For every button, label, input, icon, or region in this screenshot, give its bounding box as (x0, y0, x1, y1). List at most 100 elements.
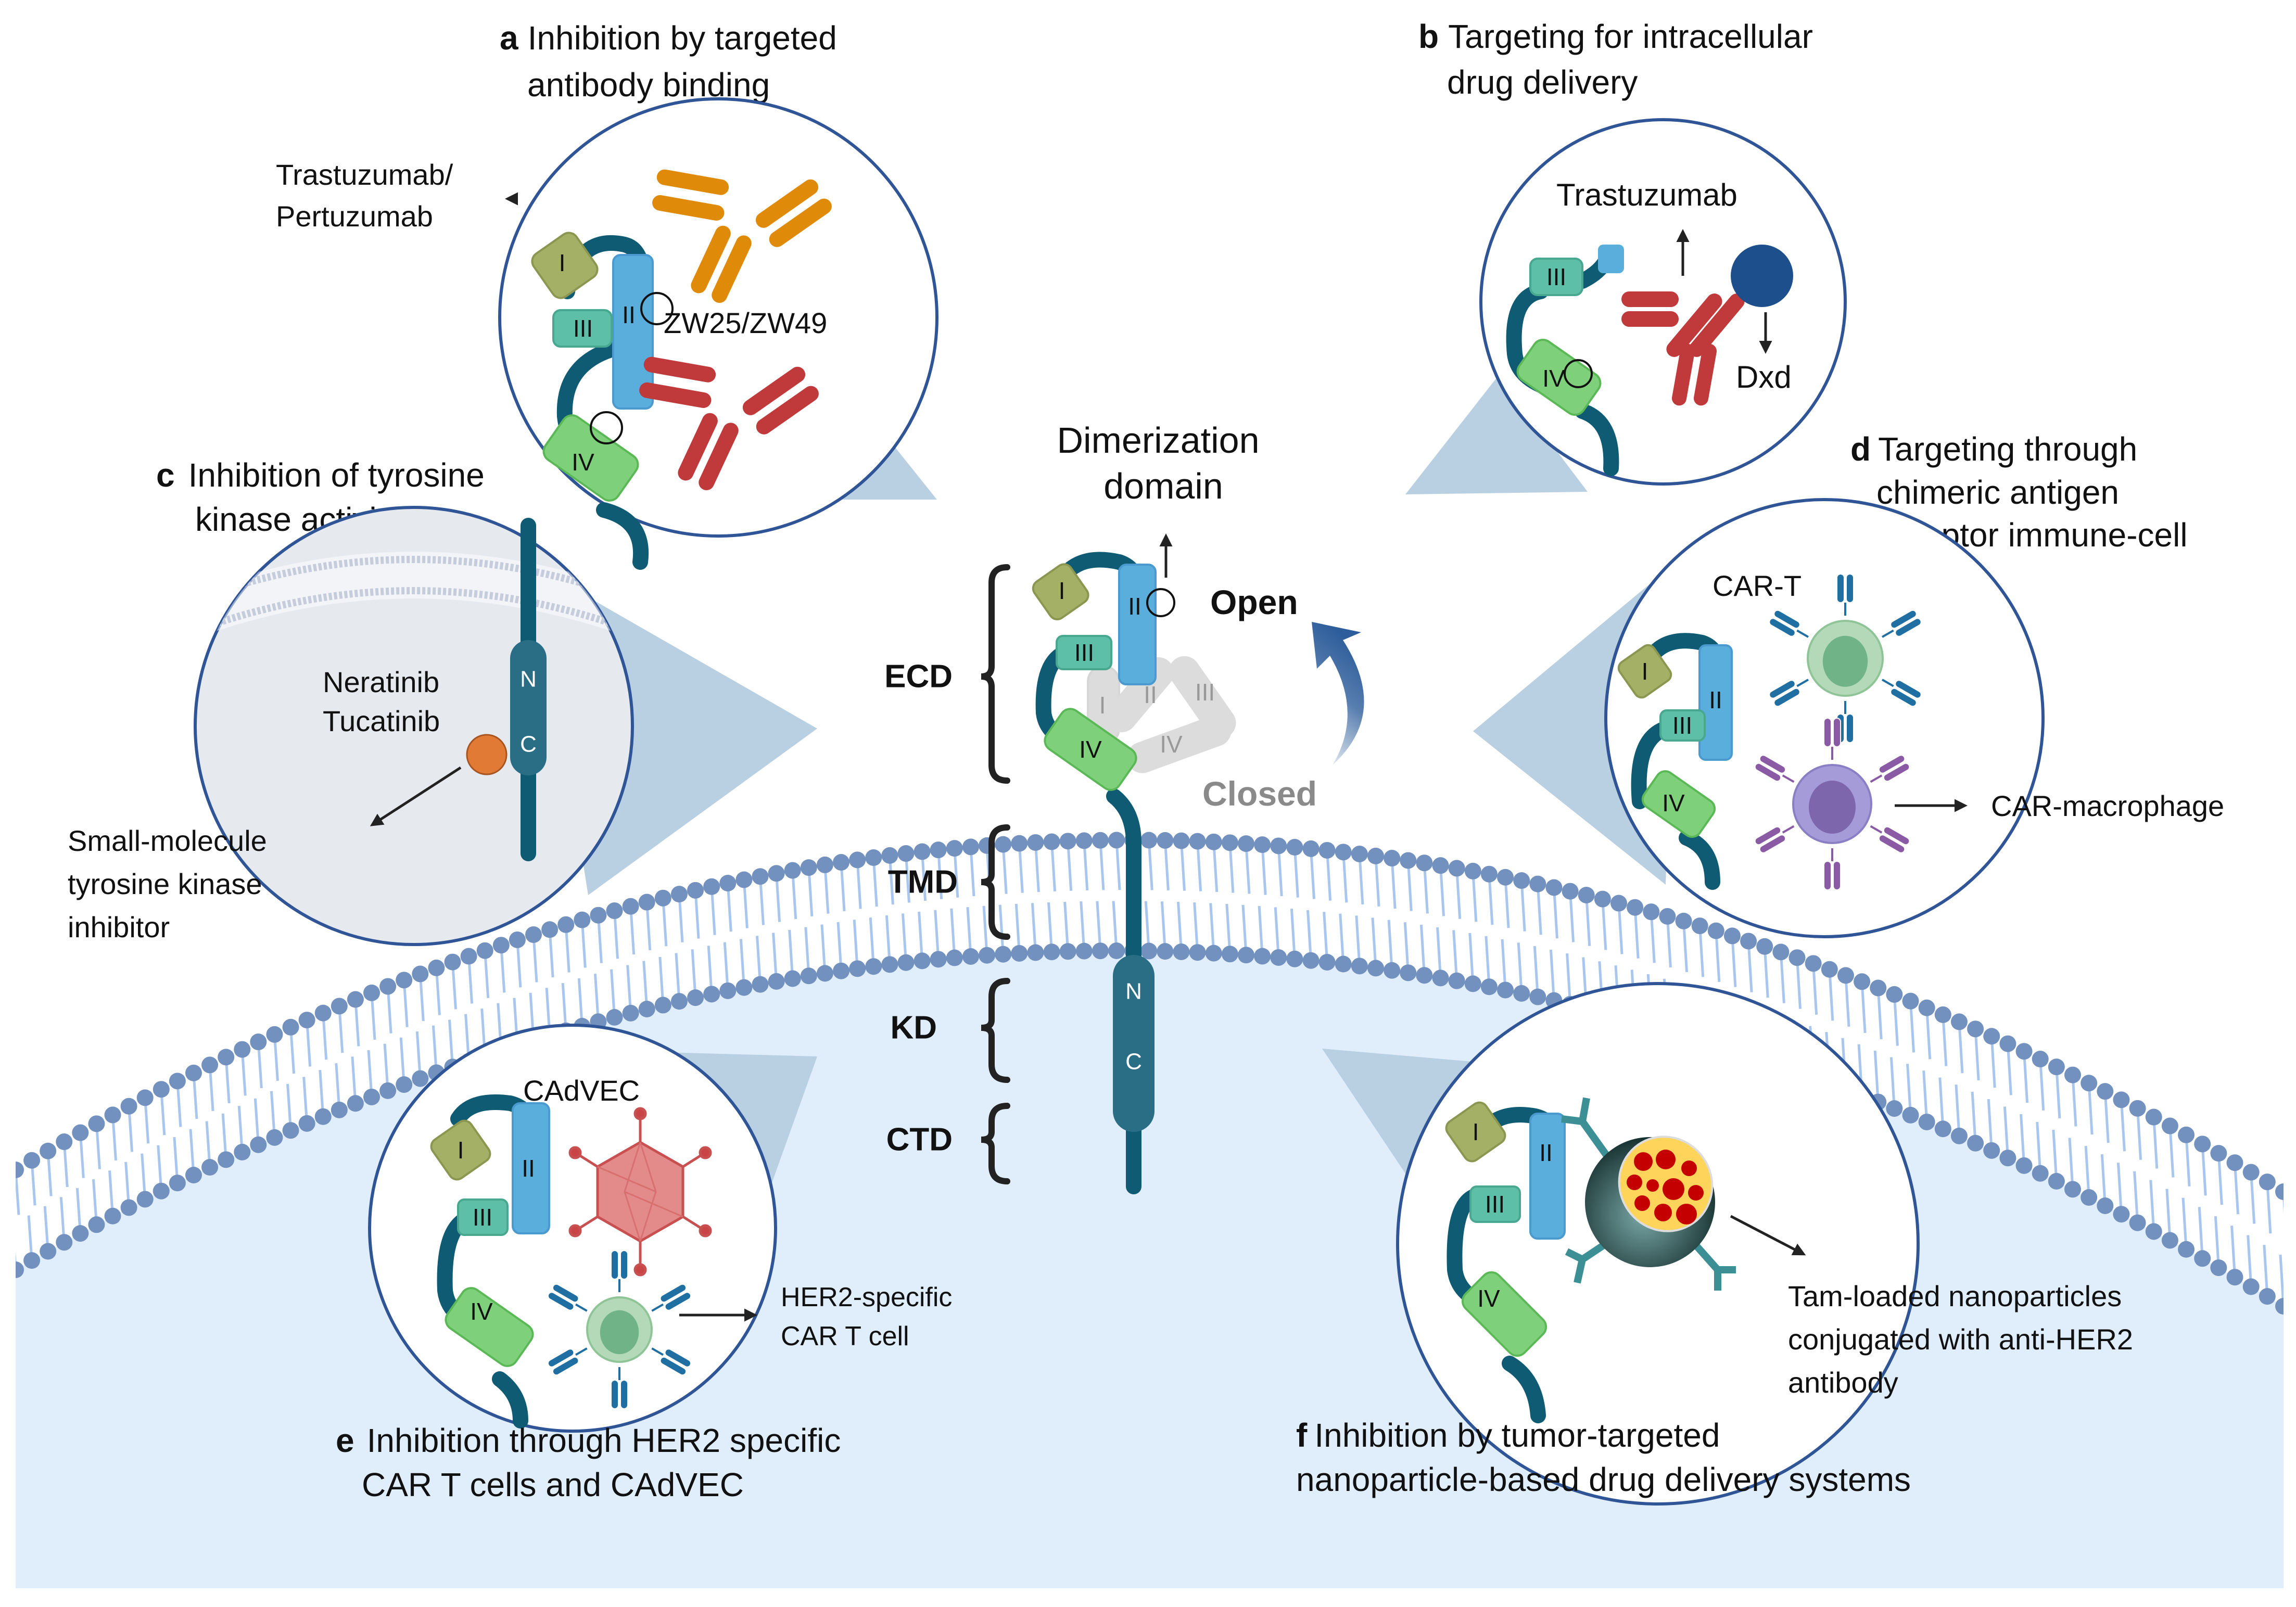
lipid-head (1092, 942, 1109, 960)
lipid-head (1318, 953, 1336, 971)
lipid-head (719, 874, 737, 891)
domain-I-label-d: I (1642, 658, 1648, 685)
lipid-head (2242, 1278, 2260, 1295)
domain-III-label-d: III (1672, 712, 1692, 739)
lipid-head (1237, 835, 1254, 852)
lipid-head (1221, 834, 1238, 851)
lipid-head (606, 902, 623, 920)
car-receptor (651, 1283, 692, 1312)
lipid-head (412, 965, 429, 983)
lipid-head (120, 1199, 137, 1216)
domain-IV (542, 414, 639, 502)
lipid-head (1384, 962, 1401, 979)
domain-IV-label-e: IV (470, 1298, 493, 1325)
lipid-head (72, 1124, 89, 1141)
lipid-tail (1306, 848, 1315, 961)
lipid-head (1643, 903, 1660, 921)
lipid-tail (2247, 1172, 2256, 1287)
lipid-head (2275, 1183, 2284, 1200)
lipid-head (298, 1115, 315, 1132)
lipid-head (2015, 1157, 2033, 1174)
lipid-head (768, 865, 785, 882)
lipid-head (1627, 899, 1644, 916)
car-receptor (1836, 573, 1854, 616)
lipid-head (185, 1166, 202, 1183)
domain-III-label: III (573, 315, 593, 342)
lipid-head (881, 956, 898, 973)
lipid-head (865, 849, 882, 866)
lipid-head (153, 1081, 170, 1098)
domain-IV-f (1461, 1271, 1547, 1357)
lipid-head (590, 907, 607, 924)
lipid-head (40, 1142, 57, 1159)
lipid-tail (1241, 843, 1251, 955)
lipid-head (185, 1064, 202, 1081)
lipid-tail (2279, 1192, 2284, 1307)
lipid-head (363, 984, 380, 1001)
lipid-head (849, 960, 866, 977)
lipid-head (784, 970, 801, 987)
lipid-tail (1144, 840, 1153, 951)
lipid-head (1432, 857, 1449, 874)
lipid-head (2064, 1181, 2082, 1198)
lipid-head (930, 841, 947, 859)
lipid-head (444, 953, 461, 971)
lipid-head (914, 843, 931, 860)
lipid-head (849, 851, 866, 869)
lipid-head (784, 862, 801, 879)
lipid-head (995, 946, 1012, 963)
lipid-tail (1955, 1022, 1964, 1137)
lipid-tail (2263, 1181, 2272, 1297)
lipid-tail (1873, 988, 1883, 1102)
lipid-head (2145, 1108, 2162, 1126)
lipid-head (1043, 943, 1060, 961)
lipid-tail (2020, 1051, 2029, 1166)
kinase-domain-c (510, 640, 547, 775)
domain-II-f (1529, 1113, 1566, 1240)
binding-site-circle (640, 292, 674, 325)
car-receptor (1769, 679, 1809, 707)
center-domain-IV (1044, 708, 1137, 791)
lipid-head (2259, 1174, 2276, 1191)
domain-I-label-f: I (1473, 1118, 1479, 1145)
closed-domain-III-label: III (1195, 679, 1215, 706)
lipid-tail (1987, 1036, 1996, 1151)
lipid-head (1108, 942, 1125, 960)
label-dimerization-2: domain (1103, 466, 1223, 506)
lipid-head (492, 937, 510, 954)
her2-receptor-d: I II III IV (1617, 633, 1733, 890)
lipid-head (2194, 1250, 2211, 1267)
lipid-head (1189, 833, 1206, 850)
lipid-head (833, 962, 850, 979)
lipid-head (282, 1122, 299, 1139)
lipid-head (1545, 879, 1563, 896)
lipid-head (56, 1234, 73, 1251)
center-domain-II (1118, 564, 1157, 685)
lipid-head (250, 1136, 267, 1153)
lipid-head (1854, 973, 1871, 990)
lipid-head (1902, 992, 1919, 1010)
lipid-head (23, 1252, 41, 1269)
lipid-head (962, 948, 979, 965)
lipid-head (1805, 955, 1822, 972)
panel-f-title-line2: nanoparticle-based drug delivery systems (1296, 1461, 1911, 1498)
panel-e: CAdVEC I II III IV HER2 (336, 1024, 952, 1503)
lipid-head (1286, 839, 1303, 856)
lipid-tail (2084, 1083, 2094, 1198)
lipid-head (136, 1089, 154, 1106)
lipid-head (1027, 944, 1044, 961)
center-domain-II-label: II (1128, 593, 1141, 620)
lipid-tail (1938, 1014, 1948, 1129)
lipid-head (2275, 1298, 2284, 1315)
lipid-head (2113, 1091, 2130, 1108)
lipid-head (800, 967, 817, 985)
lipid-tail (1193, 841, 1202, 953)
lipid-head (331, 998, 348, 1015)
lipid-head (1302, 840, 1320, 857)
car-receptor (1754, 825, 1795, 853)
lipid-head (962, 838, 979, 856)
car-macrophage-nucleus (1809, 781, 1856, 834)
